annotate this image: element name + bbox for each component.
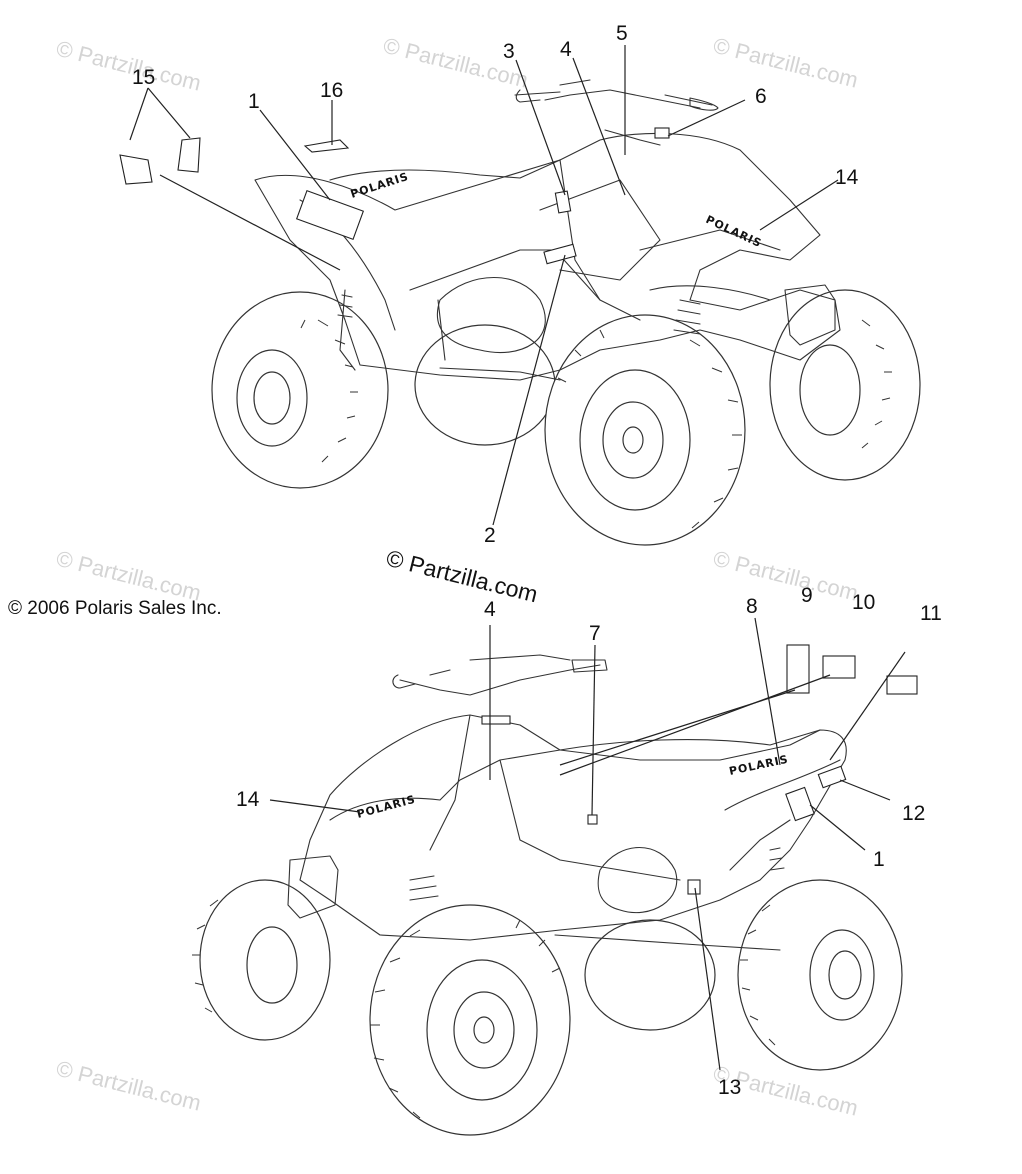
polaris-logo: POLARIS [355,793,417,821]
watermark: © Partzilla.com [711,546,861,606]
watermark: © Partzilla.com [711,33,861,93]
decal-15b [177,137,201,173]
leader-lines-bottom [269,617,906,1071]
callouts-bottom: 4 7 8 9 10 11 12 1 14 13 [236,584,942,1099]
decal-side-1 [785,786,815,822]
decal-12 [817,765,847,789]
callout-1: 1 [248,90,260,113]
callout-5: 5 [616,22,628,45]
callout-9: 9 [801,584,813,607]
leader-lines-top [129,45,839,526]
callout-14: 14 [835,166,859,189]
loose-decals-bottom [786,644,918,695]
callout-10: 10 [852,591,875,614]
polaris-logo: POLARIS [349,170,410,201]
callout-11: 11 [920,602,942,625]
front-far-wheel-b [192,879,331,1041]
callout-1: 1 [873,848,885,871]
decal-stickers-top: POLARIS POLARIS [295,127,764,265]
atv-top: POLARIS POLARIS [119,79,921,546]
decal-2 [543,243,577,265]
decal-9 [786,644,810,694]
watermark: © Partzilla.com [54,546,204,606]
watermark: © Partzilla.com [54,36,204,96]
callout-14: 14 [236,788,260,811]
callout-3: 3 [503,40,515,63]
callout-8: 8 [746,595,758,618]
rear-wheel-b [737,879,903,1071]
atv-bottom: POLARIS POLARIS [192,644,918,1136]
decal-7 [587,814,598,825]
loose-decals-top [119,137,350,185]
callout-4: 4 [484,598,496,621]
callout-7: 7 [589,622,601,645]
decal-6 [654,127,670,139]
decal-16 [303,139,350,153]
callout-6: 6 [755,85,767,108]
watermark-main: © Partzilla.com [384,545,541,608]
front-far-wheel [769,289,921,481]
decal-15a [119,154,153,185]
decal-11 [886,675,918,695]
decal-10 [822,655,856,679]
callout-16: 16 [320,79,343,102]
callout-13: 13 [718,1076,741,1099]
copyright-notice: © 2006 Polaris Sales Inc. [8,598,222,619]
callout-4: 4 [560,38,572,61]
watermark: © Partzilla.com [54,1056,204,1116]
rear-wheel [211,291,389,489]
decal-13 [687,879,701,895]
decal-rear-side [295,189,365,241]
decal-3 [554,190,572,214]
callout-12: 12 [902,802,925,825]
decal-4b [481,715,511,725]
front-near-wheel [544,314,746,546]
callouts-top: 15 1 16 3 4 5 6 14 2 [132,22,859,547]
callout-2: 2 [484,524,496,547]
front-near-wheel-b [369,904,571,1136]
callout-15: 15 [132,66,155,89]
mid-wheel-b [584,919,716,1031]
